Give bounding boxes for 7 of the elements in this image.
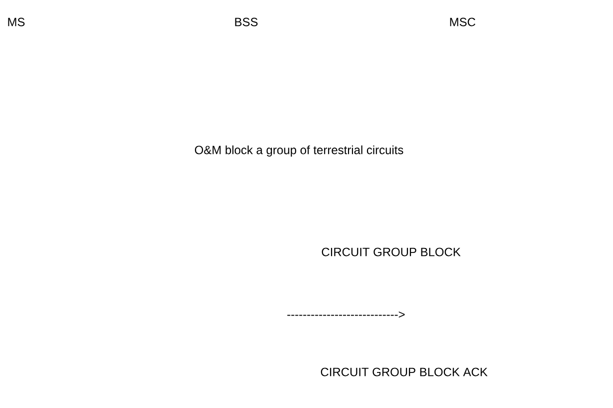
- text-arrow: ---------------------------->: [287, 312, 405, 318]
- message-label: CIRCUIT GROUP BLOCK ACK: [320, 368, 488, 376]
- column-heading: MSC: [450, 18, 476, 26]
- note-text: O&M block a group of terrestrial circuits: [194, 145, 404, 157]
- column-heading: MS: [8, 18, 25, 26]
- message-label: CIRCUIT GROUP BLOCK: [322, 248, 461, 256]
- column-heading: BSS: [235, 18, 258, 26]
